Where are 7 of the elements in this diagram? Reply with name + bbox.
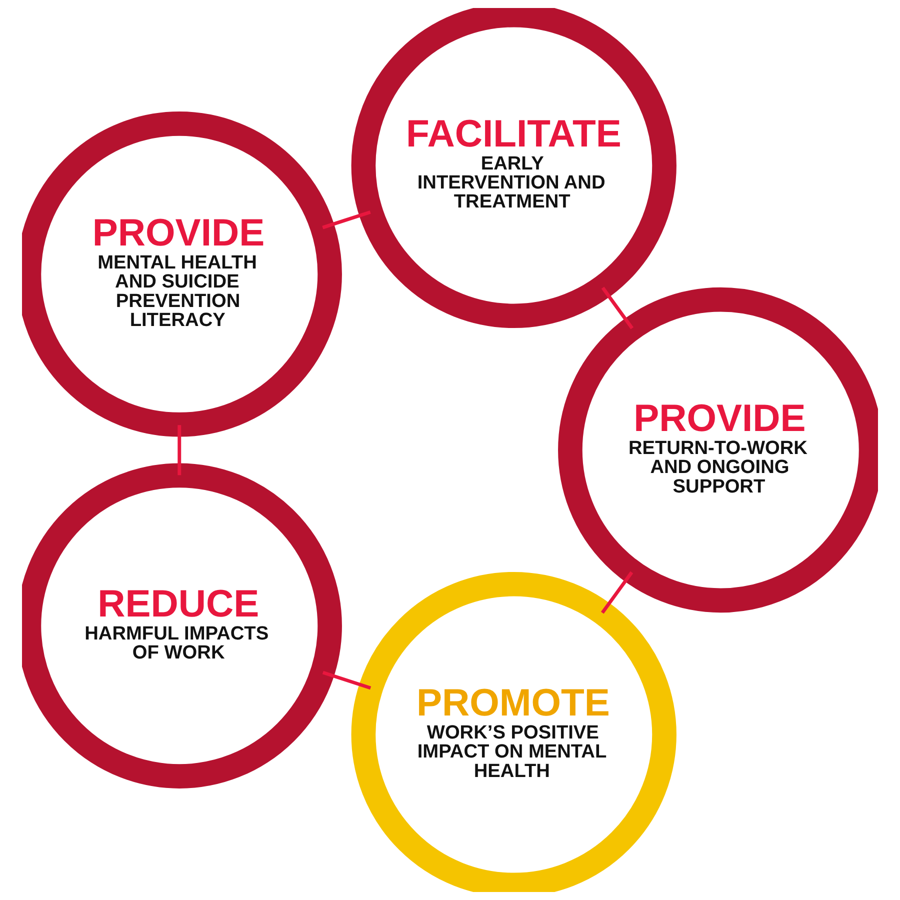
node-circle: PROVIDE MENTAL HEALTH AND SUICIDE PREVENTION LITERACY (22, 112, 342, 437)
connector (322, 210, 371, 230)
connector (322, 670, 372, 690)
connector (600, 571, 634, 614)
connector (601, 286, 634, 330)
connector (178, 425, 182, 476)
node-circle: REDUCE HARMFUL IMPACTS OF WORK (22, 463, 342, 788)
